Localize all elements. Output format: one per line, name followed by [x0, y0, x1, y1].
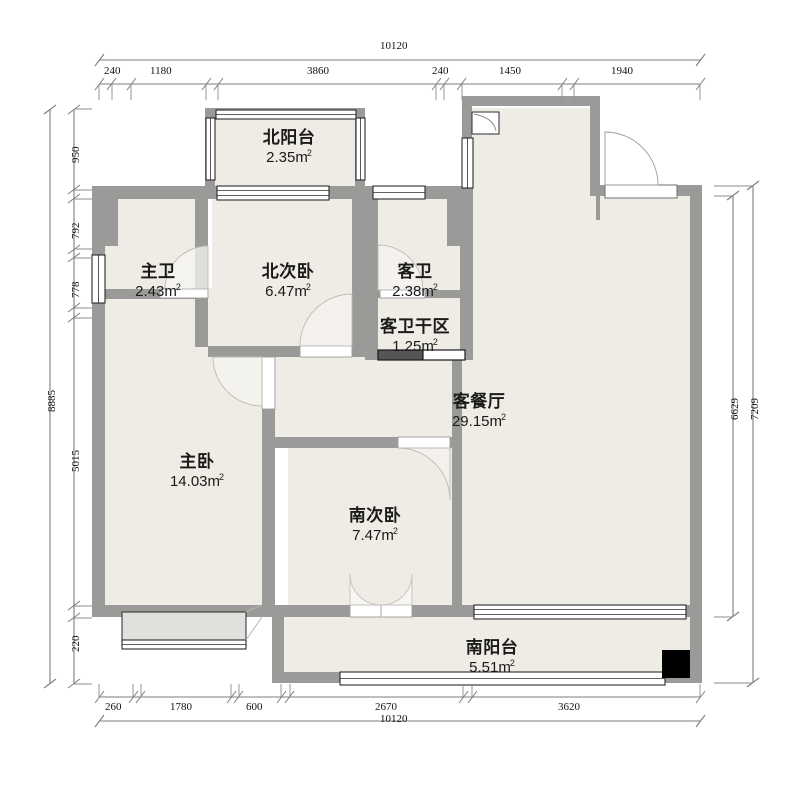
dim-left-778: 778 [70, 281, 82, 299]
dim-bottom-260: 260 [105, 701, 122, 713]
dim-left-792: 792 [70, 222, 82, 240]
dim-top-1450: 1450 [499, 65, 521, 77]
structural-column [662, 650, 690, 678]
dim-bottom-600: 600 [246, 701, 263, 713]
dim-right-7209: 7209 [749, 398, 761, 420]
dim-top-1180: 1180 [150, 65, 172, 77]
dim-top-240-a: 240 [104, 65, 121, 77]
dim-bottom-1780: 1780 [170, 701, 192, 713]
dim-left-950: 950 [70, 146, 82, 164]
dim-left-overall: 8885 [46, 390, 58, 412]
dim-bottom-2670: 2670 [375, 701, 397, 713]
windows [91, 109, 687, 686]
dim-bottom-overall: 10120 [380, 713, 408, 725]
dimension-lines [43, 53, 760, 728]
dim-top-3860: 3860 [307, 65, 329, 77]
dim-top-240-b: 240 [432, 65, 449, 77]
dim-left-5015: 5015 [70, 450, 82, 472]
doors [159, 131, 678, 618]
dim-top-overall: 10120 [380, 40, 408, 52]
dim-right-6629: 6629 [729, 398, 741, 420]
dim-left-220: 220 [70, 635, 82, 653]
dim-top-1940: 1940 [611, 65, 633, 77]
dim-bottom-3620: 3620 [558, 701, 580, 713]
